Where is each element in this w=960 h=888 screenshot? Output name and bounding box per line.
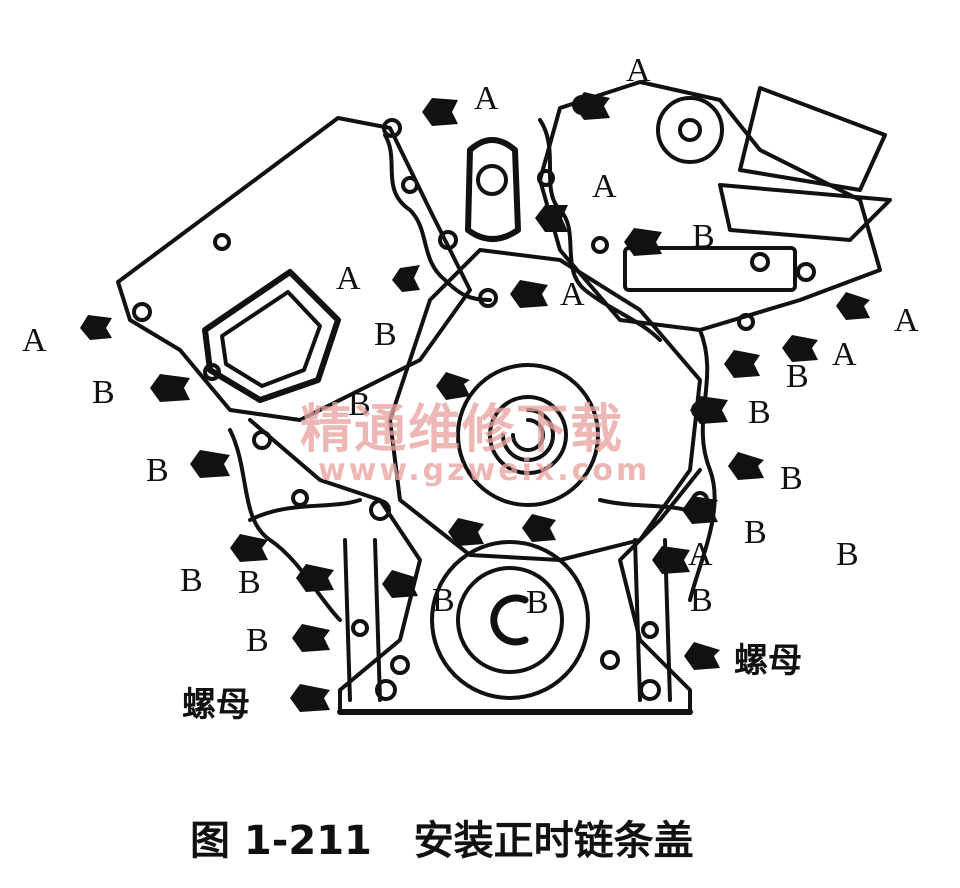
right-cam-sprocket: [656, 96, 724, 164]
figure-caption: 图 1-211 安装正时链条盖: [190, 818, 694, 864]
nut-label-left: 螺母: [182, 685, 250, 725]
bolt-label-b: B: [246, 622, 269, 659]
arrow: [230, 534, 268, 562]
arrow: [535, 205, 568, 232]
bolt-label-a: A: [832, 336, 857, 373]
bolt-label-a: A: [560, 276, 585, 313]
bolt-arrows: [80, 92, 870, 712]
arrow: [382, 570, 418, 598]
bolt-label-b: B: [526, 584, 549, 621]
arrow: [510, 280, 548, 308]
arrow: [690, 396, 728, 424]
right-bracket-plate: [623, 246, 797, 292]
bolt-label-b: B: [690, 582, 713, 619]
watermark-url: www.gzweix.com: [318, 453, 651, 488]
arrow: [724, 350, 760, 378]
arrow: [684, 642, 720, 670]
bolt-label-b: B: [692, 218, 715, 255]
arrow: [522, 514, 556, 542]
arrow: [150, 374, 190, 402]
bolt-label-b: B: [180, 562, 203, 599]
bolt-label-a: A: [894, 302, 919, 339]
cover-left-rail: [343, 538, 382, 702]
arrow: [574, 92, 610, 120]
arrow: [290, 684, 330, 712]
watermark-text: 精通维修下载: [300, 399, 625, 460]
bolt-label-a: A: [626, 52, 651, 89]
crankshaft-sprocket: [430, 540, 590, 700]
center-sprocket: [456, 363, 600, 507]
bolt-label-b: B: [238, 564, 261, 601]
bolt-label-b: B: [146, 452, 169, 489]
nut-label-right: 螺母: [734, 641, 802, 681]
arrow: [682, 496, 718, 524]
bolt-label-a: A: [22, 322, 47, 359]
arrow: [652, 546, 690, 574]
bolt-label-b: B: [348, 386, 371, 423]
left-head-port: [202, 269, 341, 403]
bolt-label-b: B: [780, 460, 803, 497]
bolt-label-b: B: [432, 582, 455, 619]
arrow: [836, 292, 870, 320]
arrow: [448, 518, 484, 546]
bolt-label-a: A: [474, 80, 499, 117]
arrow: [296, 564, 334, 592]
bolt-label-b: B: [836, 536, 859, 573]
bolt-label-a: A: [336, 260, 361, 297]
right-cylinder-head: [538, 80, 882, 332]
bolt-label-a: A: [592, 168, 617, 205]
bolt-label-b: B: [748, 394, 771, 431]
arrow: [292, 624, 330, 652]
bolt-label-a: A: [688, 536, 713, 573]
arrow: [190, 450, 230, 478]
arrow: [80, 315, 112, 340]
bolt-label-b: B: [374, 316, 397, 353]
arrow: [624, 228, 662, 256]
arrow: [392, 265, 420, 292]
bolt-label-b: B: [786, 358, 809, 395]
bolt-label-b: B: [92, 374, 115, 411]
bolt-label-b: B: [744, 514, 767, 551]
arrow: [436, 372, 470, 400]
arrow: [422, 98, 458, 126]
arrow: [782, 335, 818, 362]
arrow: [728, 452, 764, 480]
left-cylinder-head: [116, 116, 472, 422]
right-intake-bracket: [738, 86, 887, 192]
